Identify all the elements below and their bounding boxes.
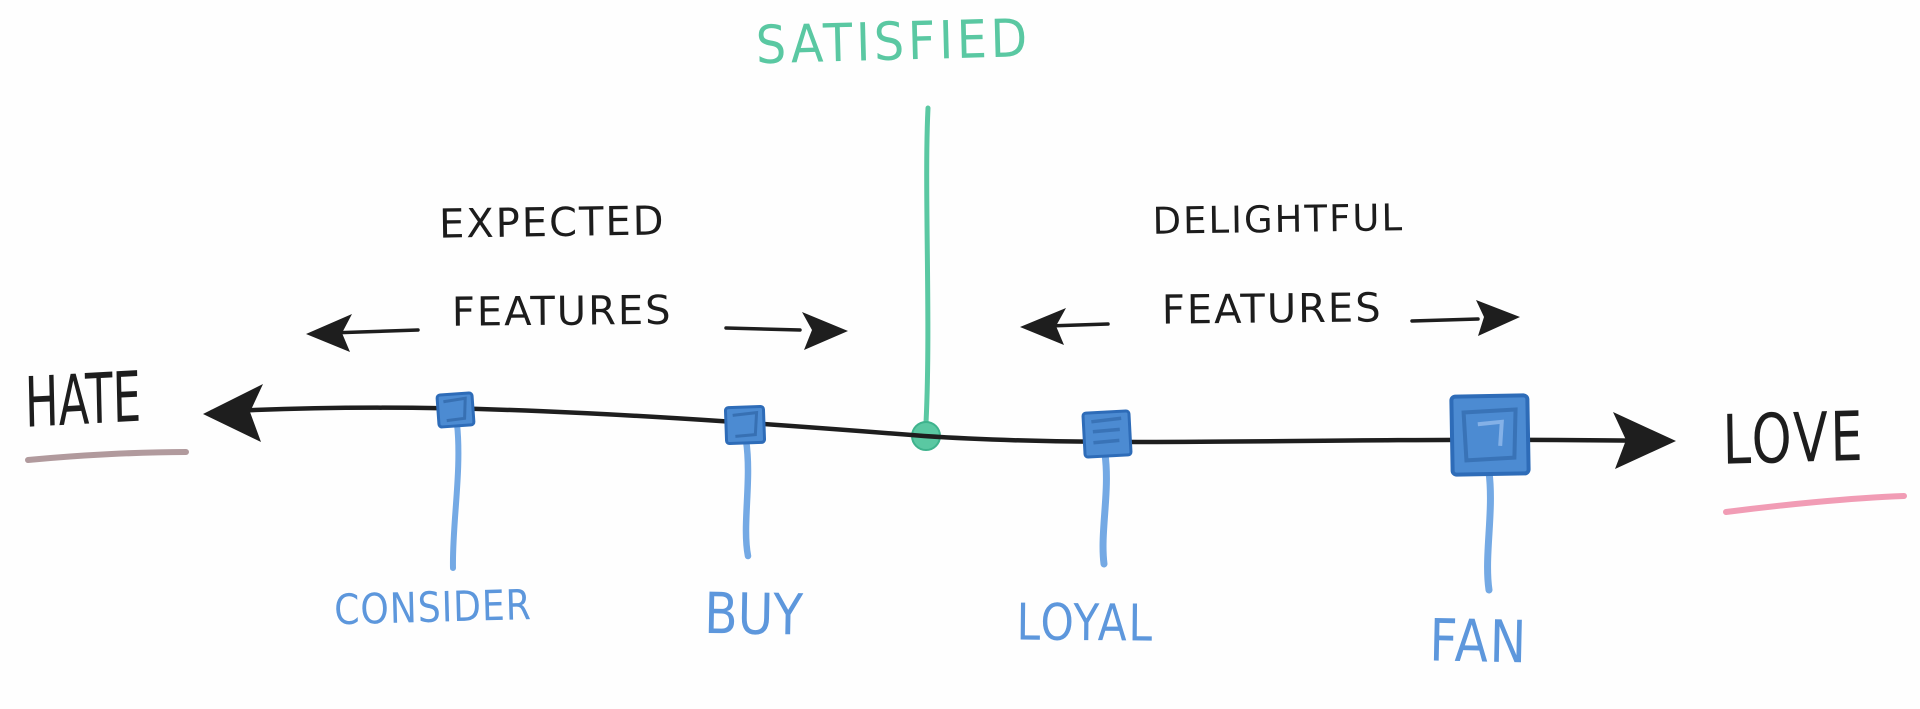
hate-axis-label: HATE <box>24 355 142 444</box>
consider-stem <box>449 421 462 571</box>
stage-label-consider: CONSIDER <box>333 580 533 635</box>
love-underline <box>1723 493 1907 515</box>
axis-line <box>209 405 1661 445</box>
expected-right-arrow-icon <box>724 312 848 350</box>
hate-underline <box>25 449 189 463</box>
expected-zone-label-line2: FEATURES <box>451 287 673 336</box>
stage-label-loyal: LOYAL <box>1016 592 1155 653</box>
fan-marker <box>1449 393 1531 477</box>
axis-right-arrowhead-icon <box>1613 412 1676 469</box>
loyal-marker <box>1081 409 1133 459</box>
delightful-left-arrow-icon <box>1020 308 1110 345</box>
expected-zone-label-line1: EXPECTED <box>438 198 666 248</box>
delightful-zone-label-line2: FEATURES <box>1161 285 1383 334</box>
satisfied-label: SATISFIED <box>755 7 1032 76</box>
love-axis-label: LOVE <box>1722 395 1866 481</box>
stage-label-buy: BUY <box>703 580 804 649</box>
stage-label-fan: FAN <box>1428 606 1529 677</box>
consider-marker <box>435 391 476 429</box>
delightful-zone-label-line1: DELIGHTFUL <box>1152 196 1405 243</box>
satisfied-connector-line <box>923 105 931 426</box>
delightful-right-arrow-icon <box>1410 300 1520 336</box>
buy-marker <box>723 404 767 446</box>
buy-stem <box>742 436 752 560</box>
fan-stem <box>1484 468 1494 594</box>
expected-left-arrow-icon <box>306 314 420 352</box>
axis-left-arrowhead-icon <box>203 384 263 442</box>
loyal-stem <box>1099 450 1110 568</box>
